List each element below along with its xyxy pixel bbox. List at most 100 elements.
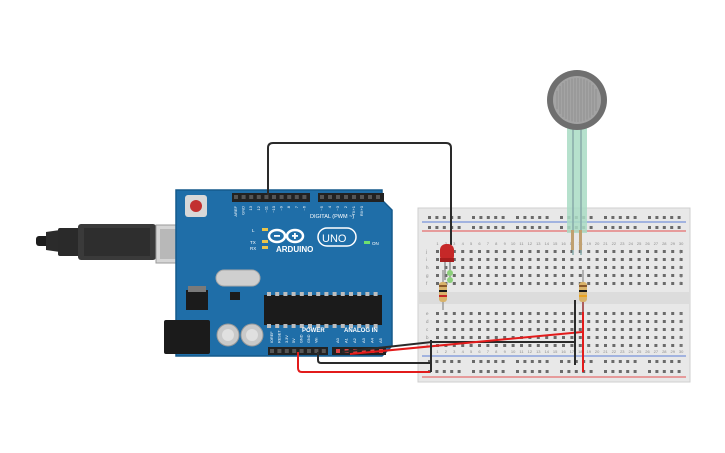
analog-pin-label: A3 [361,337,366,343]
led [440,244,454,283]
top-pin-label: ~11 [263,205,268,212]
analog-pin-label: A5 [378,337,383,343]
bb-col-number: 8 [495,349,498,354]
bb-col-number: 6 [478,349,481,354]
bb-col-number: 3 [453,241,456,246]
bb-row-letter: a [426,343,429,348]
bb-col-number: 1 [436,349,439,354]
bb-col-number: 7 [487,241,490,246]
bb-col-number: 6 [478,241,481,246]
power-jack [164,320,210,354]
bb-col-number: 4 [462,349,465,354]
bb-col-number: 2 [445,241,448,246]
bb-row-letter: e [680,311,683,316]
top-pin-label: ~5 [319,205,324,210]
usb-cable [36,224,197,264]
digital-label: DIGITAL (PWM ~) [310,214,354,220]
bb-row-letter: g [426,273,429,278]
top-pin-label: TX+1 [351,205,356,215]
force-sensor [547,70,607,255]
bb-col-number: 29 [670,349,675,354]
bb-col-number: 9 [504,349,507,354]
bb-col-number: 12 [528,349,533,354]
power-pin-label: Vin [314,338,318,343]
bb-row-letter: f [426,281,428,286]
top-pin-label: ~6 [301,205,306,210]
bb-col-number: 21 [603,349,608,354]
resistor-fsr [579,270,587,312]
bb-row-letter: e [426,311,429,316]
bb-col-number: 10 [511,241,516,246]
bb-col-number: 26 [645,349,650,354]
bb-row-letter: c [426,327,429,332]
bb-col-number: 15 [553,349,558,354]
bb-col-number: 26 [645,241,650,246]
bb-col-number: 23 [620,241,625,246]
bb-col-number: 5 [470,241,473,246]
wire-pin13 [267,142,452,245]
bb-col-number: 23 [620,349,625,354]
bb-col-number: 29 [670,241,675,246]
bb-row-letter: h [426,265,429,270]
bb-col-number: 30 [679,349,684,354]
arduino-logo-icon [267,228,305,244]
microcontroller-chip [264,295,382,325]
bb-row-letter: c [680,327,683,332]
bb-col-number: 20 [595,349,600,354]
bb-col-number: 2 [445,349,448,354]
bb-row-letter: g [680,273,683,278]
top-pin-label: AREF [233,205,238,216]
power-pin-label: 5V [292,338,296,343]
bb-col-number: 19 [586,241,591,246]
bb-col-number: 20 [595,241,600,246]
top-pin-label: 4 [327,205,332,208]
top-pin-label: GND [241,206,246,215]
bb-col-number: 25 [637,241,642,246]
bb-row-letter: i [426,257,427,262]
bb-col-number: 8 [495,241,498,246]
bb-col-number: 28 [662,349,667,354]
top-pin-label: ~3 [335,205,340,210]
bb-row-letter: f [680,281,682,286]
top-pin-label: 2 [343,205,348,208]
power-pin-label: IOREF [270,331,274,343]
bb-col-number: 24 [628,241,633,246]
analog-label: ANALOG IN [344,328,378,334]
analog-pin-label: A0 [335,337,340,343]
bb-col-number: 25 [637,349,642,354]
wire-gnd [317,352,430,364]
bb-row-letter: j [425,249,427,254]
led-label-l: L [252,228,255,233]
top-pin-label: 7 [294,205,299,208]
top-pin-label: ~10 [271,205,276,213]
brand-label: ARDUINO [276,245,313,254]
bb-col-number: 4 [462,241,465,246]
bb-row-letter: d [680,319,683,324]
top-pin-label: 12 [256,205,261,210]
led-label-rx: RX [250,246,256,251]
arduino-board: ARDUINO UNO DIGITAL (PWM ~) POWER ANALOG… [164,189,393,357]
bb-col-number: 15 [553,241,558,246]
bb-col-number: 19 [586,349,591,354]
bb-col-number: 14 [544,349,549,354]
analog-pin-label: A4 [369,337,374,343]
bb-col-number: 11 [519,241,524,246]
bb-row-letter: i [680,257,681,262]
analog-pin-label: A2 [352,337,357,343]
power-pin-label: 3.3V [285,335,289,343]
power-pin-label: RESET [277,330,281,343]
model-label: UNO [322,233,347,245]
bb-col-number: 9 [504,241,507,246]
bb-col-number: 5 [470,349,473,354]
bb-col-number: 14 [544,241,549,246]
bb-col-number: 11 [519,349,524,354]
bb-col-number: 12 [528,241,533,246]
bb-row-letter: b [426,335,429,340]
bb-col-number: 7 [487,349,490,354]
analog-pin-label: A1 [344,337,349,343]
bb-row-letter: j [679,249,681,254]
top-pin-label: RX+0 [359,205,364,216]
bb-col-number: 3 [453,349,456,354]
top-pin-label: 13 [248,205,253,210]
